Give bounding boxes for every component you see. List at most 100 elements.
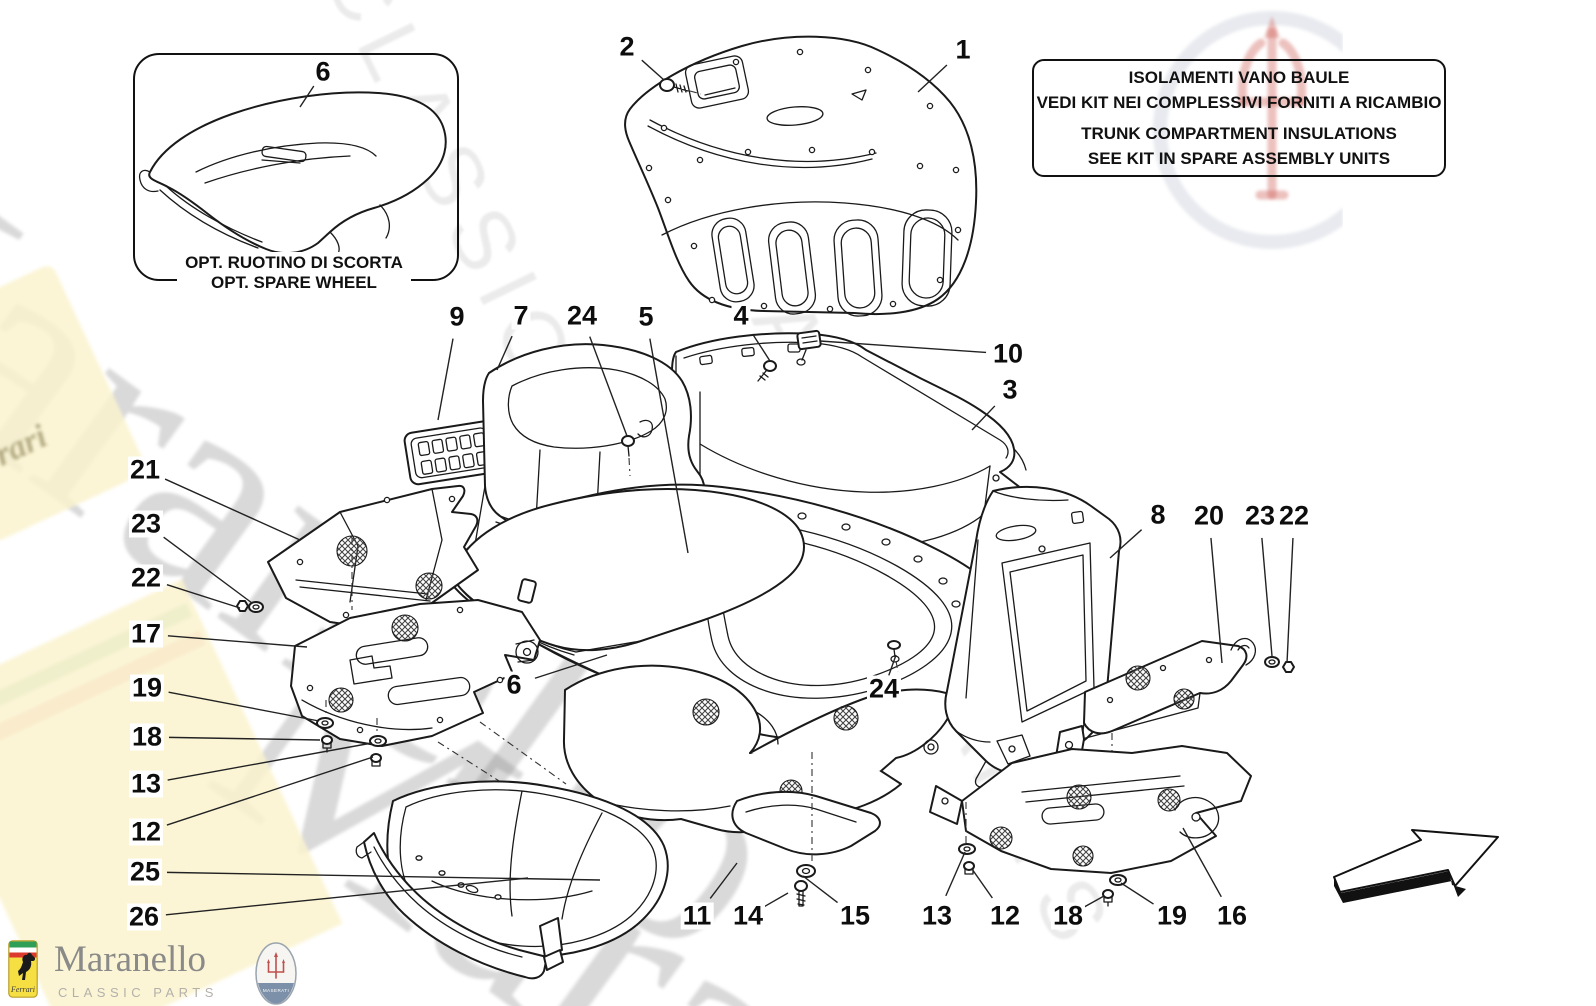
callout-18: 18 — [1050, 900, 1086, 931]
footer-brand: Ferrari Maranello CLASSIC PARTS MASERATI — [0, 935, 330, 1006]
leader-line-6 — [299, 85, 315, 108]
leader-line-24 — [589, 336, 628, 437]
leader-line-15 — [802, 875, 838, 904]
info-box: ISOLAMENTI VANO BAULE VEDI KIT NEI COMPL… — [1032, 59, 1446, 177]
callout-13: 13 — [128, 768, 164, 799]
part-spare-wheel-cover-inset — [138, 91, 447, 255]
part-2-screw — [659, 78, 702, 95]
callout-12: 12 — [128, 816, 164, 847]
leader-line-7 — [496, 335, 513, 371]
leader-lines — [163, 59, 1294, 916]
leader-line-26 — [165, 877, 529, 916]
callout-14: 14 — [730, 900, 766, 931]
leader-line-11 — [709, 862, 738, 899]
leader-line-25 — [166, 871, 601, 881]
callout-10: 10 — [990, 338, 1026, 369]
callout-3: 3 — [1000, 374, 1020, 405]
info-line-italian-2: VEDI KIT NEI COMPLESSIVI FORNITI A RICAM… — [1036, 93, 1442, 112]
info-line-english-2: SEE KIT IN SPARE ASSEMBLY UNITS — [1087, 149, 1391, 168]
callout-2: 2 — [617, 31, 637, 62]
fasteners-bottom-right — [958, 843, 1127, 907]
callout-7: 7 — [511, 300, 531, 331]
fasteners-right — [1264, 656, 1295, 673]
callout-11: 11 — [680, 900, 714, 931]
leader-line-8 — [1109, 529, 1143, 559]
leader-line-3 — [971, 405, 996, 431]
inset-box-border — [133, 53, 459, 281]
callout-4: 4 — [731, 300, 751, 331]
leader-line-6 — [534, 654, 608, 679]
leader-line-2 — [641, 59, 665, 81]
callout-15: 15 — [837, 900, 873, 931]
part-1-trunk-lid-insulation — [624, 35, 978, 317]
leader-line-1 — [917, 64, 948, 93]
callout-24: 24 — [564, 300, 600, 331]
callout-1: 1 — [953, 34, 973, 65]
info-line-english-1: TRUNK COMPARTMENT INSULATIONS — [1081, 124, 1397, 143]
part-1-holes — [645, 48, 962, 313]
inset-caption: OPT. RUOTINO DI SCORTA OPT. SPARE WHEEL — [133, 252, 455, 294]
carpet-clips — [757, 508, 961, 608]
leader-line-10 — [819, 340, 987, 354]
callout-21: 21 — [127, 454, 163, 485]
fasteners-center — [794, 864, 816, 907]
inset-caption-line-english: OPT. SPARE WHEEL — [211, 273, 377, 292]
fasteners-left — [236, 600, 387, 767]
leader-line-18 — [168, 736, 321, 741]
leader-line-19 — [168, 691, 320, 722]
callout-19: 19 — [1154, 900, 1190, 931]
footer-brand-tagline: CLASSIC PARTS — [58, 985, 218, 1000]
leader-line-12 — [166, 756, 374, 826]
part-20-bracket — [1055, 637, 1257, 868]
leader-line-23 — [1261, 537, 1273, 657]
callout-19: 19 — [129, 672, 165, 703]
part-4-screw — [757, 360, 777, 382]
part-9-vent-grille — [403, 420, 506, 486]
part-17-bracket-plate — [290, 538, 567, 803]
callout-20: 20 — [1191, 500, 1227, 531]
svg-text:Ferrari: Ferrari — [10, 985, 35, 994]
leader-line-24 — [888, 654, 897, 676]
leader-line-17 — [167, 635, 308, 648]
part-16-bracket-plate — [929, 734, 1252, 874]
leader-line-13 — [945, 851, 966, 897]
leader-line-13 — [167, 742, 373, 781]
part-11-center-insulation — [562, 640, 957, 864]
leader-line-12 — [971, 868, 993, 899]
callout-16: 16 — [1214, 900, 1250, 931]
callout-22: 22 — [128, 562, 164, 593]
direction-arrow — [1333, 829, 1499, 903]
callout-18: 18 — [129, 721, 165, 752]
callout-17: 17 — [128, 618, 164, 649]
leader-line-18 — [1082, 895, 1105, 909]
callout-8: 8 — [1148, 499, 1168, 530]
callout-26: 26 — [126, 901, 162, 932]
leader-line-22 — [166, 584, 241, 609]
leader-line-5 — [649, 338, 689, 554]
inset-caption-line-italian: OPT. RUOTINO DI SCORTA — [185, 253, 403, 272]
callout-22: 22 — [1276, 500, 1312, 531]
callout-5: 5 — [636, 301, 656, 332]
leader-line-20 — [1210, 537, 1223, 664]
leader-line-16 — [1182, 827, 1222, 898]
info-line-italian-1: ISOLAMENTI VANO BAULE — [1128, 68, 1350, 87]
callout-24: 24 — [866, 673, 902, 704]
leader-line-21 — [164, 478, 301, 541]
callout-25: 25 — [127, 856, 163, 887]
leader-line-9 — [437, 338, 454, 421]
leader-line-23 — [163, 536, 253, 604]
leader-line-4 — [752, 333, 771, 362]
leader-line-22 — [1286, 537, 1294, 664]
callout-6: 6 — [313, 56, 333, 87]
callout-6: 6 — [504, 669, 524, 700]
ferrari-shield-logo: Ferrari — [8, 940, 38, 998]
footer-brand-name: Maranello — [54, 939, 207, 980]
leader-line-14 — [763, 892, 789, 908]
callout-12: 12 — [987, 900, 1023, 931]
callout-23: 23 — [128, 508, 164, 539]
maserati-badge-logo: MASERATI — [255, 942, 297, 1005]
callout-13: 13 — [919, 900, 955, 931]
callout-23: 23 — [1242, 500, 1278, 531]
